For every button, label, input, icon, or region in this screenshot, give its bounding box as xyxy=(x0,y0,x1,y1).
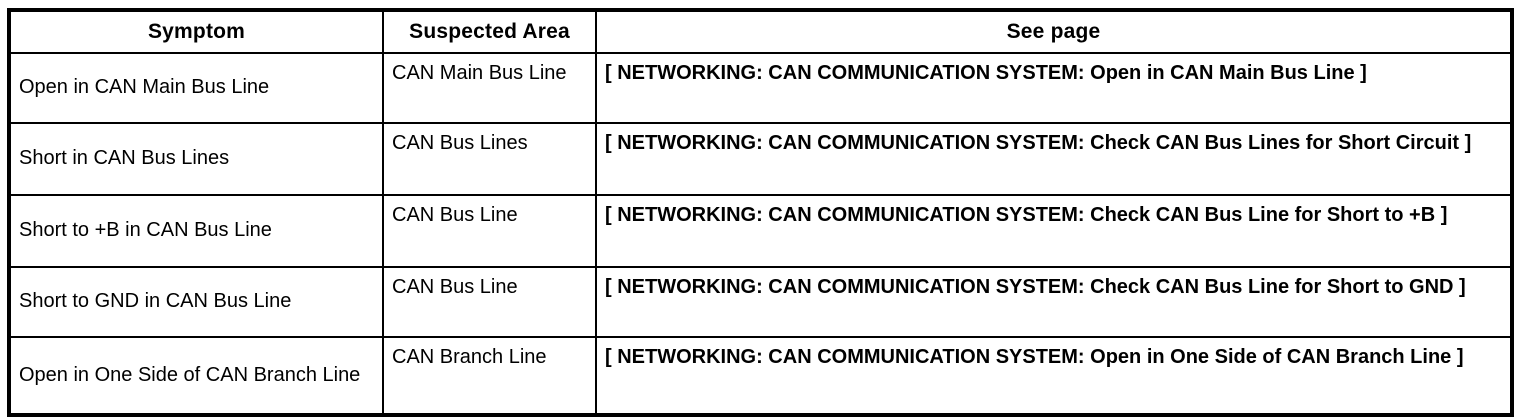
symptom-table-container: Symptom Suspected Area See page Open in … xyxy=(7,8,1514,417)
symptom-cell: Short in CAN Bus Lines xyxy=(8,122,384,196)
suspected-area-cell: CAN Bus Lines xyxy=(382,122,597,196)
header-row: Symptom Suspected Area See page xyxy=(8,9,1513,54)
symptom-cell: Short to GND in CAN Bus Line xyxy=(8,266,384,338)
column-header-suspected-area: Suspected Area xyxy=(382,9,597,54)
column-header-see-page: See page xyxy=(595,9,1513,54)
see-page-reference[interactable]: [ NETWORKING: CAN COMMUNICATION SYSTEM: … xyxy=(595,194,1513,268)
table-row: Open in One Side of CAN Branch Line CAN … xyxy=(8,336,1513,416)
column-header-symptom: Symptom xyxy=(8,9,384,54)
table-row: Short in CAN Bus Lines CAN Bus Lines [ N… xyxy=(8,122,1513,196)
see-page-reference[interactable]: [ NETWORKING: CAN COMMUNICATION SYSTEM: … xyxy=(595,122,1513,196)
suspected-area-cell: CAN Branch Line xyxy=(382,336,597,416)
see-page-reference[interactable]: [ NETWORKING: CAN COMMUNICATION SYSTEM: … xyxy=(595,52,1513,124)
table-row: Short to +B in CAN Bus Line CAN Bus Line… xyxy=(8,194,1513,268)
suspected-area-cell: CAN Bus Line xyxy=(382,194,597,268)
suspected-area-cell: CAN Bus Line xyxy=(382,266,597,338)
table-row: Open in CAN Main Bus Line CAN Main Bus L… xyxy=(8,52,1513,124)
symptom-cell: Open in CAN Main Bus Line xyxy=(8,52,384,124)
suspected-area-cell: CAN Main Bus Line xyxy=(382,52,597,124)
table-row: Short to GND in CAN Bus Line CAN Bus Lin… xyxy=(8,266,1513,338)
symptom-table: Symptom Suspected Area See page Open in … xyxy=(7,8,1514,417)
symptom-cell: Short to +B in CAN Bus Line xyxy=(8,194,384,268)
symptom-cell: Open in One Side of CAN Branch Line xyxy=(8,336,384,416)
see-page-reference[interactable]: [ NETWORKING: CAN COMMUNICATION SYSTEM: … xyxy=(595,266,1513,338)
see-page-reference[interactable]: [ NETWORKING: CAN COMMUNICATION SYSTEM: … xyxy=(595,336,1513,416)
